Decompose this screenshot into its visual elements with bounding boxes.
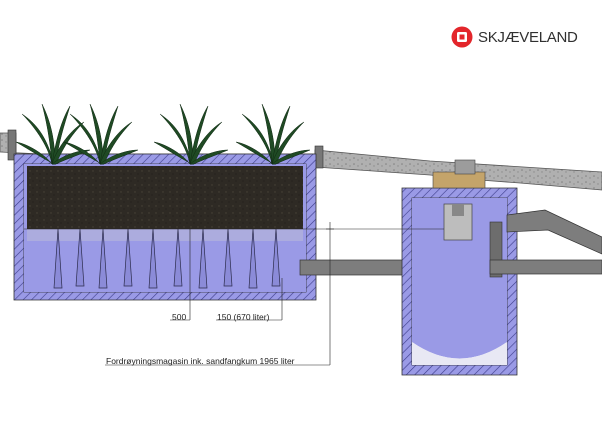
manhole-frame bbox=[432, 171, 486, 189]
plant-3 bbox=[153, 103, 229, 165]
inlet-pipe bbox=[506, 209, 602, 255]
plant-roots bbox=[53, 228, 281, 289]
sand-trap-bottom bbox=[412, 342, 507, 365]
dimension-500-label: 500 bbox=[172, 312, 186, 322]
soil-layer bbox=[27, 166, 303, 229]
plant-4 bbox=[235, 103, 311, 165]
brand-logo: SKJÆVELAND bbox=[451, 26, 578, 48]
magazine-label: Fordrøyningsmagasin ink. sandfangkum 196… bbox=[106, 356, 295, 366]
manhole-water bbox=[412, 198, 507, 359]
connecting-pipe bbox=[299, 259, 411, 276]
brand-name: SKJÆVELAND bbox=[478, 28, 578, 46]
overflow-valve bbox=[452, 204, 464, 216]
logo-icon bbox=[451, 26, 473, 48]
plant-2 bbox=[63, 103, 139, 165]
dimension-lines bbox=[24, 222, 444, 366]
manhole-cover bbox=[454, 159, 476, 175]
dimension-150-label: 150 (670 liter) bbox=[217, 312, 270, 322]
filter-layer bbox=[27, 229, 303, 241]
outlet-pipe bbox=[489, 259, 602, 275]
basin-cap-left bbox=[7, 129, 17, 161]
plant-1 bbox=[15, 103, 91, 165]
